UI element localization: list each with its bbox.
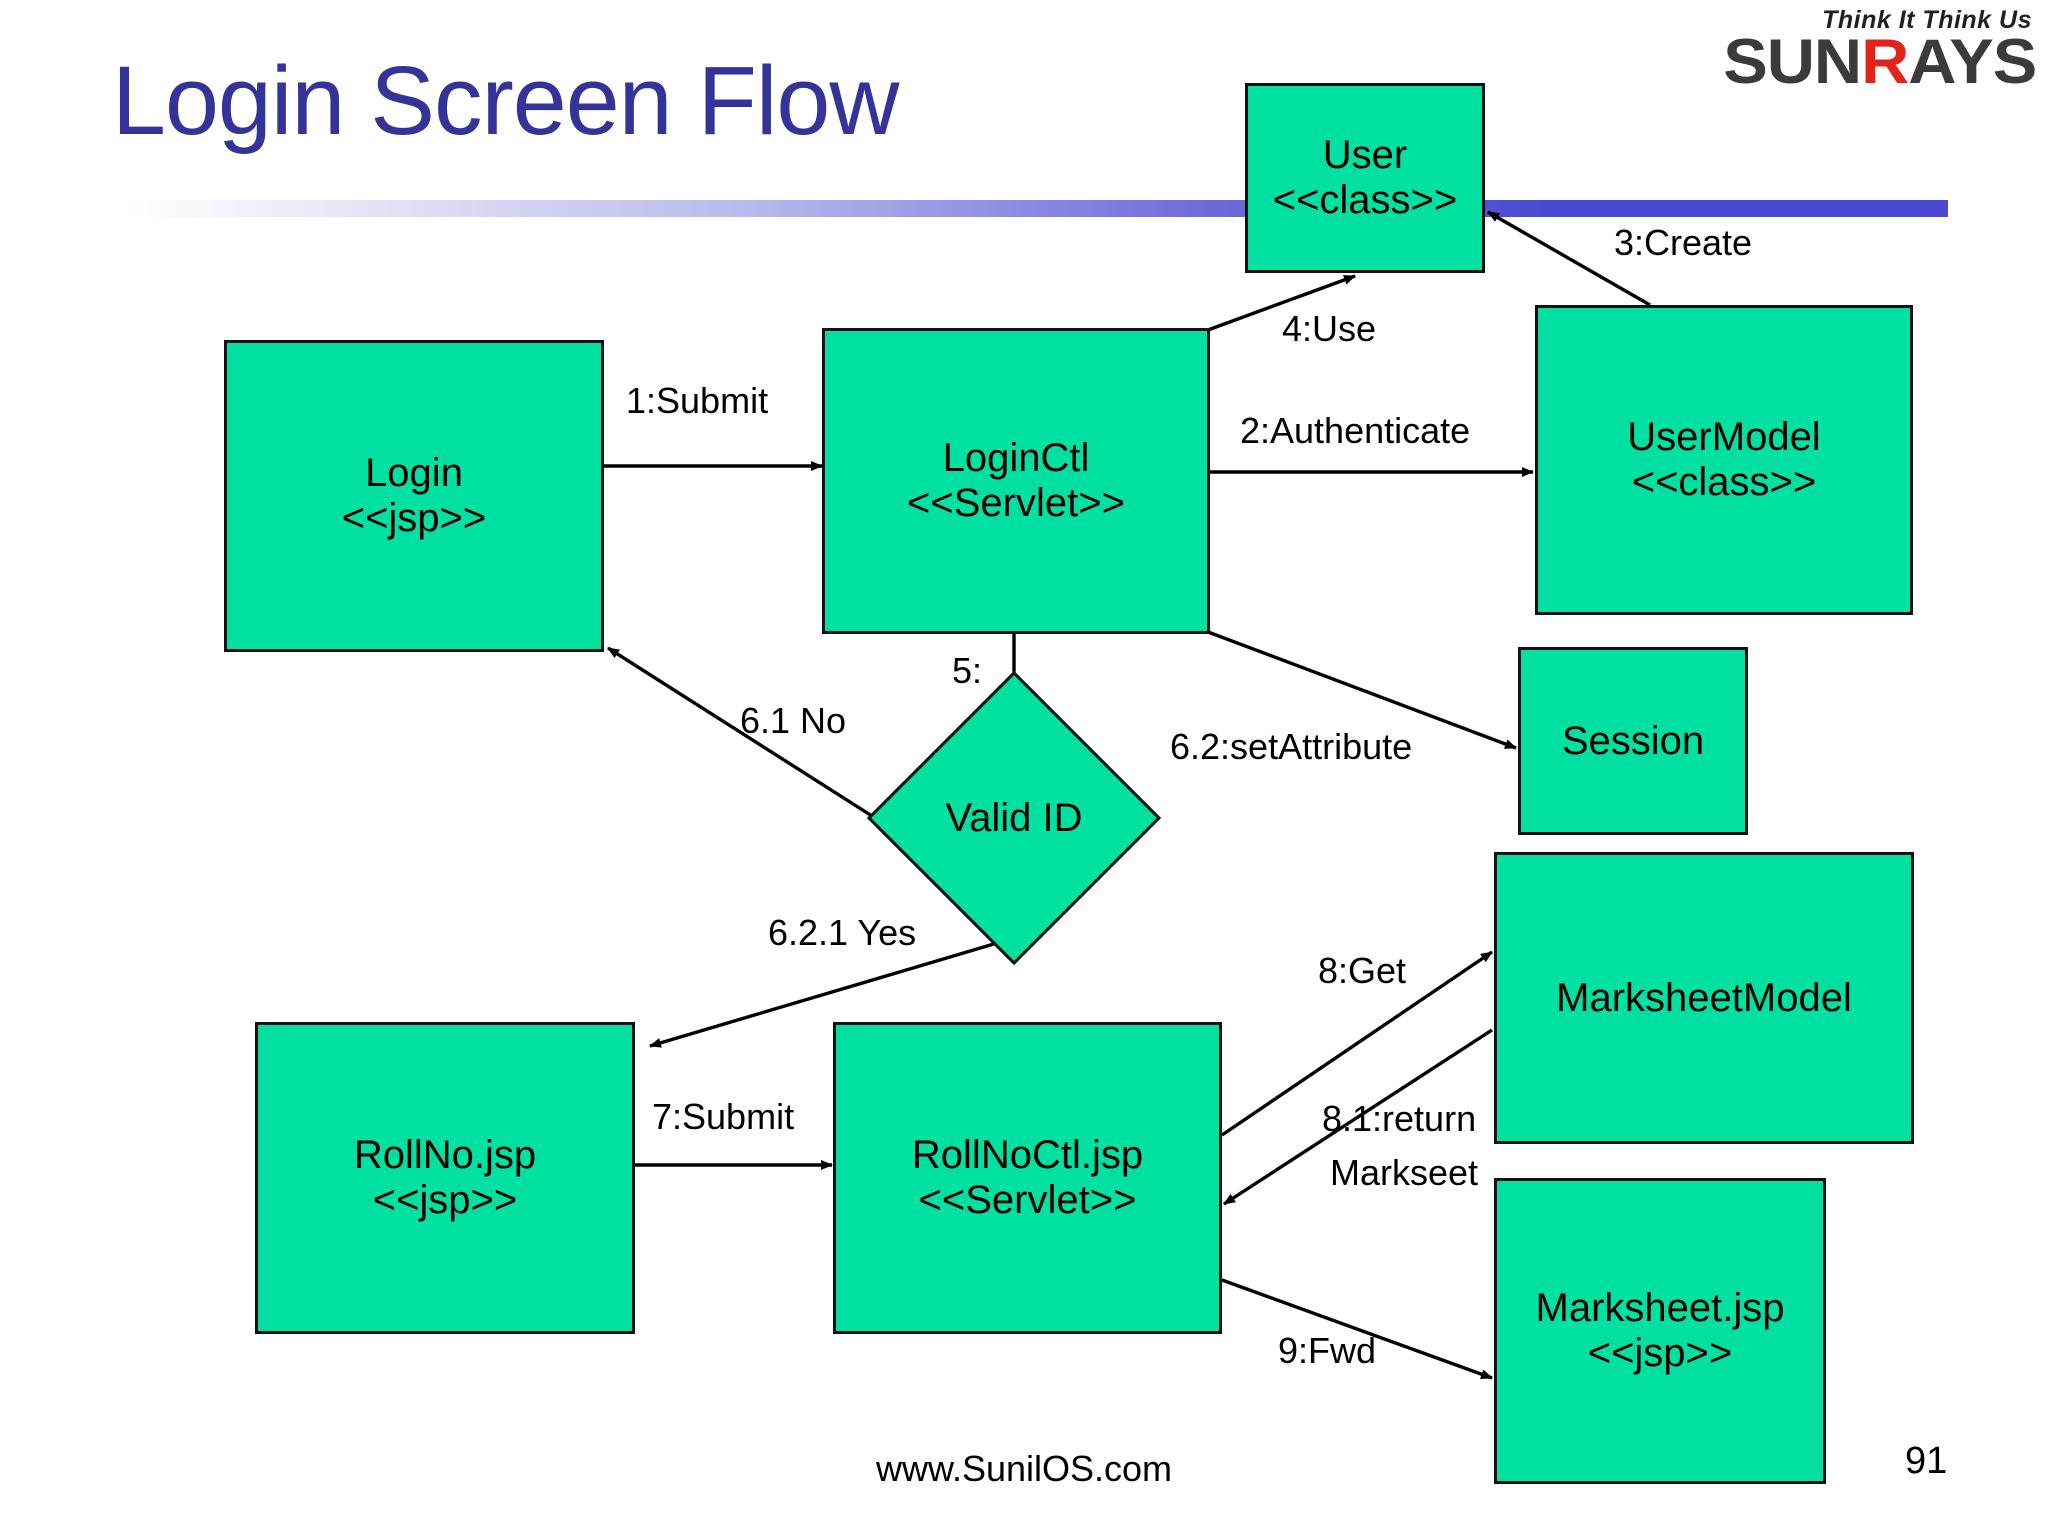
node-marksheetmodel-line1: MarksheetModel <box>1556 975 1852 1020</box>
edge-label-4-use: 4:Use <box>1282 308 1377 349</box>
node-usermodel-line1: UserModel <box>1627 415 1821 460</box>
sunrays-logo: Think It Think Us SUNRAYS <box>1666 4 2037 97</box>
node-user[interactable]: User <<class>> <box>1245 83 1485 273</box>
node-rollno-jsp-line2: <<jsp>> <box>372 1178 518 1222</box>
node-loginctl-line1: LoginCtl <box>942 436 1090 481</box>
logo-word-left: SUN <box>1723 27 1862 97</box>
node-user-line2: <<class>> <box>1272 178 1458 222</box>
edge-label-7-submit: 7:Submit <box>652 1096 795 1137</box>
node-marksheet-jsp-line1: Marksheet.jsp <box>1535 1286 1785 1331</box>
logo-word-right: AYS <box>1907 27 2037 97</box>
node-marksheetmodel[interactable]: MarksheetModel <box>1494 852 1914 1144</box>
node-marksheet-jsp[interactable]: Marksheet.jsp <<jsp>> <box>1494 1178 1826 1484</box>
node-rollnoctl-jsp[interactable]: RollNoCtl.jsp <<Servlet>> <box>833 1022 1222 1334</box>
node-rollnoctl-jsp-line2: <<Servlet>> <box>918 1178 1137 1222</box>
edge-label-3-create: 3:Create <box>1614 222 1753 263</box>
node-rollnoctl-jsp-line1: RollNoCtl.jsp <box>911 1133 1144 1178</box>
node-session[interactable]: Session <box>1518 647 1748 835</box>
edge-label-61-no: 6.1 No <box>740 700 847 741</box>
edge-label-9-fwd: 9:Fwd <box>1278 1330 1377 1371</box>
edge-label-8-get: 8:Get <box>1318 950 1407 991</box>
node-session-line1: Session <box>1561 718 1705 763</box>
edge-label-621-yes: 6.2.1 Yes <box>768 912 917 953</box>
edge-label-1-submit: 1:Submit <box>626 380 769 421</box>
page-title: Login Screen Flow <box>112 46 899 155</box>
title-divider <box>128 200 1948 217</box>
node-marksheet-jsp-line2: <<jsp>> <box>1587 1331 1733 1375</box>
node-user-line1: User <box>1322 133 1408 178</box>
edge-label-62-setattribute: 6.2:setAttribute <box>1170 726 1413 767</box>
edge-label-2-authenticate: 2:Authenticate <box>1240 410 1471 451</box>
edge-label-81-markseet: Markseet <box>1330 1152 1479 1193</box>
edge-label-81-return: 8.1:return <box>1322 1098 1477 1139</box>
node-rollno-jsp-line1: RollNo.jsp <box>353 1133 537 1178</box>
logo-tagline: Think It Think Us <box>1822 6 2032 34</box>
node-loginctl-line2: <<Servlet>> <box>907 481 1125 525</box>
node-loginctl[interactable]: LoginCtl <<Servlet>> <box>822 328 1210 634</box>
footer-url: www.SunilOS.com <box>875 1448 1173 1489</box>
node-login[interactable]: Login <<jsp>> <box>224 340 604 652</box>
edge-label-5: 5: <box>952 650 983 691</box>
page-number: 91 <box>1905 1440 1948 1482</box>
node-rollno-jsp[interactable]: RollNo.jsp <<jsp>> <box>255 1022 635 1334</box>
node-valid-id[interactable]: Valid ID <box>866 670 1162 966</box>
node-usermodel[interactable]: UserModel <<class>> <box>1535 305 1913 615</box>
node-login-line2: <<jsp>> <box>341 496 487 540</box>
node-valid-id-label: Valid ID <box>945 795 1083 840</box>
node-login-line1: Login <box>365 451 463 496</box>
node-usermodel-line2: <<class>> <box>1631 460 1817 504</box>
logo-wordmark: SUNRAYS <box>1723 26 2037 98</box>
logo-word-accent: R <box>1860 27 1909 97</box>
